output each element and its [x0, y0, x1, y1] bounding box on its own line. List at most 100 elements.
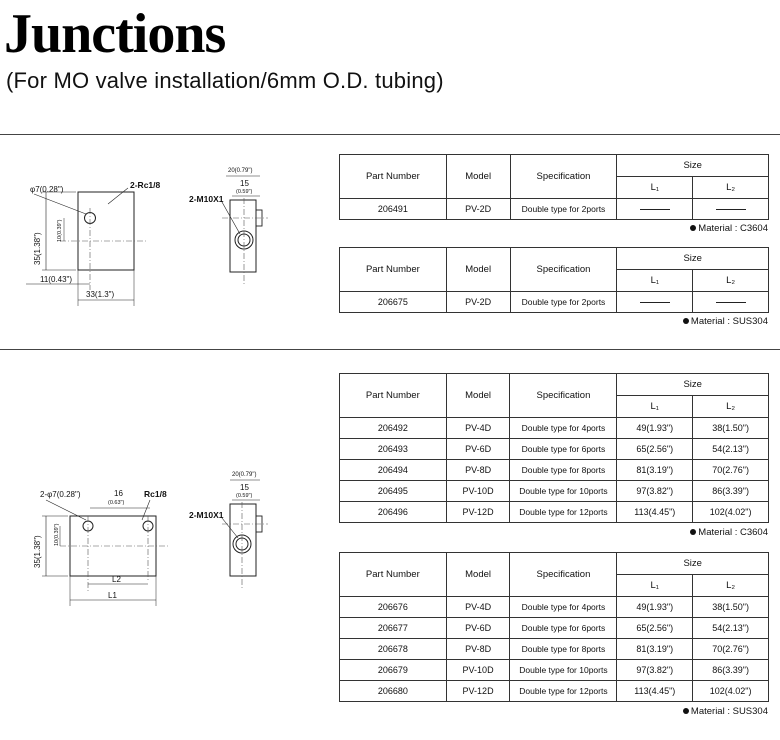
material-note-1: Material : C3604 [560, 223, 768, 234]
cell-l2: 38(1.50") [692, 596, 769, 618]
top-side-mid-sub-label: (0.59") [236, 189, 252, 195]
top-front-thread-label: 2-Rc1/8 [130, 180, 161, 190]
material-note-3: Material : C3604 [560, 527, 768, 538]
cell-specification: Double type for 10ports [509, 659, 618, 681]
bullet-dot-icon [690, 225, 697, 231]
drawing-bottom-front-view: 2-φ7(0.28") 16 (0.63") Rc1/8 35(1.38") 1… [33, 489, 170, 606]
material-text: Material : C3604 [698, 223, 768, 234]
table-row: 206494 PV-8D Double type for 8ports 81(3… [339, 459, 769, 481]
bottom-front-thread-label: Rc1/8 [144, 489, 167, 499]
cell-specification: Double type for 6ports [509, 617, 618, 639]
bullet-dot-icon [682, 708, 689, 714]
cell-l1 [616, 291, 694, 313]
page-title: Junctions [4, 3, 226, 65]
header-specification: Specification [509, 373, 618, 418]
cell-model: PV-6D [445, 617, 511, 639]
bullet-dot-icon [690, 529, 697, 535]
cell-model: PV-12D [445, 680, 511, 702]
bottom-front-pitch-label: 16 [114, 489, 123, 498]
header-part-number: Part Number [339, 247, 447, 292]
table-row: 206493 PV-6D Double type for 6ports 65(2… [339, 438, 769, 460]
divider-top [0, 134, 780, 135]
cell-l1: 65(2.56") [616, 438, 694, 460]
cell-model: PV-2D [445, 198, 511, 220]
cell-part-number: 206495 [339, 480, 447, 502]
cell-l2: 54(2.13") [692, 617, 769, 639]
bottom-side-mid-sub-label: (0.59") [236, 493, 252, 499]
empty-dash [715, 209, 746, 211]
cell-specification: Double type for 12ports [509, 680, 618, 702]
cell-model: PV-4D [445, 417, 511, 439]
cell-l2: 102(4.02") [692, 501, 769, 523]
cell-specification: Double type for 2ports [509, 291, 618, 313]
table-row: 206492 PV-4D Double type for 4ports 49(1… [339, 417, 769, 439]
cell-model: PV-10D [445, 480, 511, 502]
cell-model: PV-10D [445, 659, 511, 681]
spec-table-206675: Part Number Model Specification Size L₁ … [339, 247, 769, 313]
cell-part-number: 206678 [339, 638, 447, 660]
cell-l1: 81(3.19") [616, 459, 694, 481]
cell-l1: 49(1.93") [616, 596, 694, 618]
cell-model: PV-8D [445, 459, 511, 481]
header-l2: L₂ [692, 176, 769, 199]
header-size: Size [616, 247, 769, 270]
bottom-side-top-dim-label: 20(0.79") [232, 472, 256, 478]
cell-l2: 38(1.50") [692, 417, 769, 439]
bottom-front-l2-label: L2 [112, 575, 121, 584]
cell-specification: Double type for 4ports [509, 417, 618, 439]
drawing-bottom-side-view: 20(0.79") 15 (0.59") 2-M10X1 [189, 472, 268, 590]
cell-l1: 97(3.82") [616, 659, 694, 681]
cell-part-number: 206491 [339, 198, 447, 220]
cell-part-number: 206676 [339, 596, 447, 618]
header-model: Model [445, 373, 511, 418]
cell-l2 [692, 198, 769, 220]
header-specification: Specification [509, 247, 618, 292]
cell-model: PV-12D [445, 501, 511, 523]
bottom-front-height-label: 35(1.38") [33, 535, 42, 568]
table-row: 206496 PV-12D Double type for 12ports 11… [339, 501, 769, 523]
drawing-top-front-view: φ7(0.28") 2-Rc1/8 35(1.38") 10(0.39") 11… [26, 180, 161, 306]
cell-specification: Double type for 8ports [509, 459, 618, 481]
drawing-top-side-view: 20(0.79") 15 (0.59") 2-M10X1 [189, 168, 268, 286]
top-side-top-dim-label: 20(0.79") [228, 168, 252, 174]
table-row: 206680 PV-12D Double type for 12ports 11… [339, 680, 769, 702]
bottom-front-small-dim-label: 10(0.39") [54, 523, 60, 546]
cell-l2: 86(3.39") [692, 659, 769, 681]
material-text: Material : SUS304 [690, 316, 768, 327]
cell-specification: Double type for 4ports [509, 596, 618, 618]
bottom-front-l1-label: L1 [108, 591, 117, 600]
cell-l1: 113(4.45") [616, 501, 694, 523]
header-l1: L₁ [616, 269, 694, 292]
header-part-number: Part Number [339, 373, 447, 418]
cell-part-number: 206494 [339, 459, 447, 481]
header-size: Size [616, 373, 769, 396]
cell-l2 [692, 291, 769, 313]
cell-l1: 49(1.93") [616, 417, 694, 439]
table-row: 206677 PV-6D Double type for 6ports 65(2… [339, 617, 769, 639]
header-specification: Specification [509, 552, 618, 597]
empty-dash [715, 302, 746, 304]
table-row: 206678 PV-8D Double type for 8ports 81(3… [339, 638, 769, 660]
cell-l1 [616, 198, 694, 220]
header-model: Model [445, 154, 511, 199]
header-l1: L₁ [616, 176, 694, 199]
header-l2: L₂ [692, 269, 769, 292]
bottom-front-hole-label: 2-φ7(0.28") [40, 490, 81, 499]
cell-specification: Double type for 10ports [509, 480, 618, 502]
header-size: Size [616, 552, 769, 575]
spec-table-206491: Part Number Model Specification Size L₁ … [339, 154, 769, 220]
cell-part-number: 206492 [339, 417, 447, 439]
divider-middle [0, 349, 780, 350]
top-front-height-label: 35(1.38") [33, 232, 42, 265]
cell-l1: 81(3.19") [616, 638, 694, 660]
spec-table-sus304-multi: Part Number Model Specification Size L₁ … [339, 552, 769, 702]
cell-l2: 86(3.39") [692, 480, 769, 502]
table-row: 206679 PV-10D Double type for 10ports 97… [339, 659, 769, 681]
cell-specification: Double type for 8ports [509, 638, 618, 660]
material-note-4: Material : SUS304 [560, 706, 768, 717]
material-note-2: Material : SUS304 [560, 316, 768, 327]
page-subtitle: (For MO valve installation/6mm O.D. tubi… [6, 68, 444, 93]
cell-l1: 97(3.82") [616, 480, 694, 502]
cell-l2: 70(2.76") [692, 459, 769, 481]
table-row: 206491 PV-2D Double type for 2ports [339, 198, 769, 220]
